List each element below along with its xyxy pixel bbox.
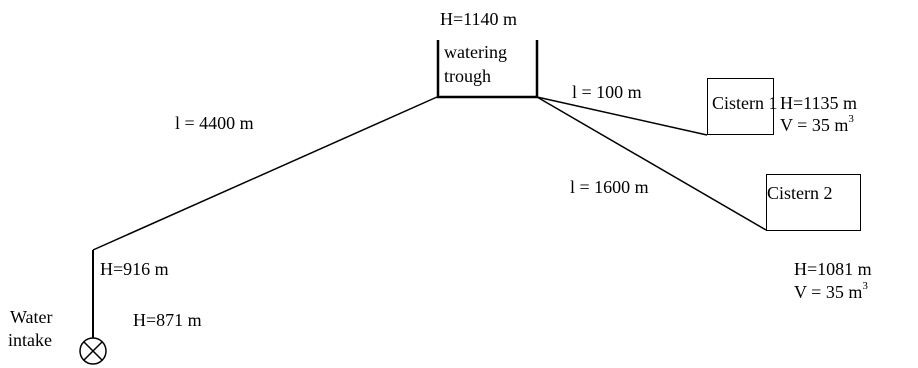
cistern-1-volume: V = 35 m3	[780, 113, 854, 136]
cistern-1-box	[707, 78, 774, 135]
cistern1-pipe-length-label: l = 100 m	[572, 82, 642, 102]
cistern-2-volume: V = 35 m3	[794, 280, 868, 303]
pipe-to-cistern-2	[536, 96, 767, 231]
valve-icon	[79, 337, 107, 365]
intake-label-line1: Water	[10, 307, 53, 327]
trough-outline	[436, 40, 539, 99]
intake-elevation-label: H=871 m	[133, 310, 202, 330]
intake-label-line2: intake	[8, 330, 52, 350]
trough-label-line1: watering	[444, 42, 507, 62]
trough-label-line2: trough	[444, 66, 491, 86]
cistern-2-box	[766, 174, 861, 231]
main-pipe-length-label: l = 4400 m	[175, 113, 254, 133]
pipe-to-cistern-1	[536, 96, 708, 136]
cistern2-pipe-length-label: l = 1600 m	[570, 177, 649, 197]
cistern-2-elevation: H=1081 m	[794, 259, 872, 279]
cistern-1-elevation: H=1135 m	[780, 93, 857, 113]
trough-elevation-label: H=1140 m	[440, 9, 517, 29]
cistern-1-name: Cistern 1	[712, 93, 778, 113]
cistern-2-name: Cistern 2	[767, 183, 833, 203]
main-pipe	[92, 96, 438, 251]
bend-elevation-label: H=916 m	[100, 259, 169, 279]
